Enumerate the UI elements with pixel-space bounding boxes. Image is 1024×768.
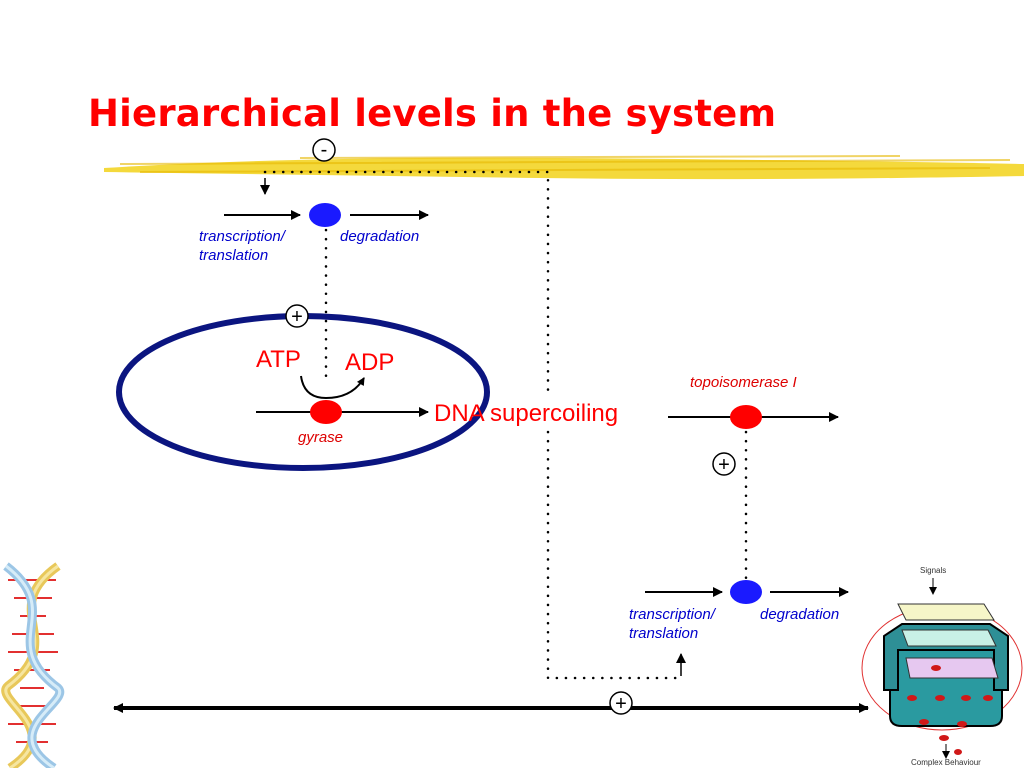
bottom-output-label: degradation (760, 606, 840, 623)
sign-bottom-text: + (615, 693, 627, 715)
sign-circle-left: + (285, 304, 309, 328)
dna-supercoiling-label: DNA supercoiling (434, 400, 619, 427)
highlighter-stroke (104, 155, 1024, 180)
adp-label: ADP (345, 349, 395, 376)
bottom-protein-node (730, 580, 762, 604)
inset-complex-behaviour-label: Complex Behaviour (911, 758, 981, 767)
cell-network-icon (861, 578, 1023, 759)
dna-helix-icon (1, 562, 65, 768)
topo-node (730, 405, 762, 429)
top-output-label: degradation (340, 228, 420, 245)
topoisomerase-label: topoisomerase I (690, 374, 797, 391)
sign-circle-right: + (712, 452, 736, 476)
top-input-label-text: transcription/ translation (199, 228, 285, 264)
top-protein-node (309, 203, 341, 227)
bottom-input-label-text: transcription/ translation (629, 606, 715, 642)
sign-circle-top: - (312, 138, 336, 162)
top-input-label: transcription/ translation (199, 227, 285, 265)
slide-title: Hierarchical levels in the system (88, 92, 777, 135)
bottom-input-label: transcription/ translation (629, 605, 715, 643)
feedback-dotted-lines (263, 170, 748, 680)
atp-label: ATP (256, 346, 301, 373)
sign-top-text: - (321, 139, 328, 161)
gyrase-node (310, 400, 342, 424)
gyrase-label: gyrase (298, 429, 344, 446)
inset-signals-label: Signals (920, 566, 947, 575)
sign-circle-bottom: + (609, 691, 633, 715)
atp-adp-arrow (300, 375, 365, 400)
sign-left-text: + (291, 306, 303, 328)
sign-right-text: + (718, 454, 730, 476)
